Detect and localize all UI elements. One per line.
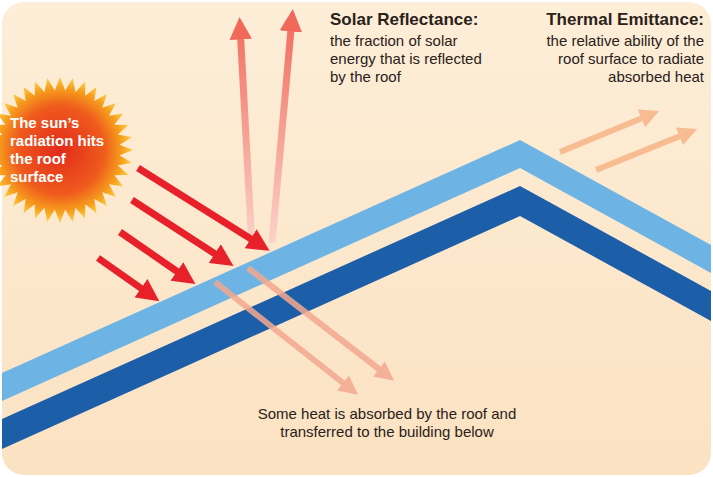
reflected-arrows (240, 18, 292, 248)
absorbed-heat-arrows (215, 268, 388, 390)
solar-radiation-arrows (98, 168, 262, 296)
sun-rays-outline (0, 77, 133, 223)
description-label: the relative ability of the roof surface… (522, 32, 704, 86)
heading-label: Thermal Emittance: (520, 10, 704, 30)
roof-deck-band (2, 186, 711, 450)
caption-label: Some heat is absorbed by the roof and tr… (222, 405, 552, 441)
sun-shape: The sun’s radiation hits the roof surfac… (0, 70, 150, 230)
description-label: the fraction of solar energy that is ref… (330, 32, 492, 86)
heading-label: Solar Reflectance: (330, 10, 520, 30)
emitted-heat-arrows (560, 114, 690, 170)
sun-label: The sun’s radiation hits the roof surfac… (10, 114, 120, 186)
